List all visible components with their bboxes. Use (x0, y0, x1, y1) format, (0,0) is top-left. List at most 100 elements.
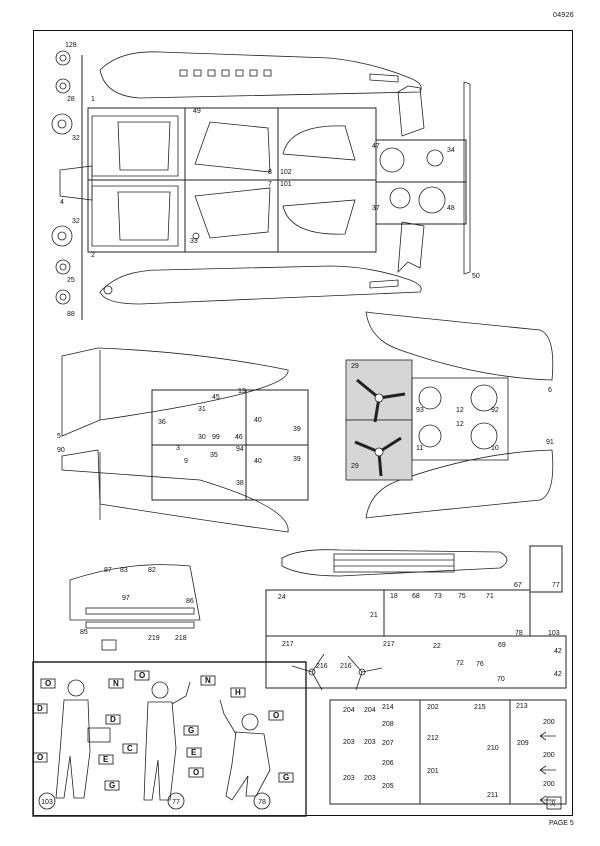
part-number-label: 32 (72, 135, 80, 142)
figure-callout-letter: O (193, 768, 199, 777)
part-number-label: 29 (351, 463, 359, 470)
part-number-label: 42 (554, 648, 562, 655)
part-number-label: 219 (148, 635, 160, 642)
part-number-label: 73 (434, 593, 442, 600)
figure-callout-letter: G (283, 773, 289, 782)
propeller-parts (345, 359, 509, 481)
figure-callout-letter: N (113, 679, 119, 688)
part-number-label: 3 (176, 445, 180, 452)
part-number-label: 128 (65, 42, 77, 49)
part-number-label: 201 (427, 768, 439, 775)
part-number-label: 83 (120, 567, 128, 574)
part-number-label: 40 (254, 458, 262, 465)
figure-callout-letter: G (188, 726, 194, 735)
part-number-label: 33 (190, 238, 198, 245)
fin-part (463, 81, 471, 275)
part-number-label: 4 (60, 199, 64, 206)
part-number-label: 21 (370, 612, 378, 619)
part-number-label: 12 (456, 407, 464, 414)
part-number-label: 85 (80, 629, 88, 636)
figure-callout-letter: H (235, 688, 241, 697)
wheel-parts (51, 50, 73, 305)
part-number-label: 217 (282, 641, 294, 648)
figure-callout-letter: D (110, 715, 116, 724)
part-number-label: 88 (67, 311, 75, 318)
callout-box (108, 678, 124, 689)
part-number-label: 213 (516, 703, 528, 710)
part-number-label: 2 (91, 252, 95, 259)
callout-box (268, 710, 284, 721)
part-number-label: 71 (486, 593, 494, 600)
part-number-label: 48 (447, 205, 455, 212)
part-number-label: 10 (491, 445, 499, 452)
maker-logo: ℛ (550, 800, 556, 808)
part-number-label: 39 (293, 456, 301, 463)
wing-parts (61, 311, 554, 533)
arrow-parts (539, 731, 556, 805)
part-number-label: 97 (122, 595, 130, 602)
figure-number-circle (167, 792, 185, 810)
part-number-label: 78 (515, 630, 523, 637)
part-number-label: 36 (158, 419, 166, 426)
part-number-label: 99 (212, 434, 220, 441)
wing-sprue-frame (151, 389, 309, 501)
part-number-label: 211 (487, 792, 498, 799)
part-number-label: 40 (254, 417, 262, 424)
part-number-label: 42 (554, 671, 562, 678)
part-number-label: 35 (210, 452, 218, 459)
part-number-label: 212 (427, 735, 439, 742)
part-number-label: 205 (382, 783, 394, 790)
figure-78 (219, 699, 271, 801)
part-number-label: 102 (280, 169, 292, 176)
part-number-label: 218 (175, 635, 187, 642)
figure-callout-letter: N (205, 676, 211, 685)
part-number-label: 5 (57, 433, 61, 440)
part-number-label: 200 (543, 752, 555, 759)
figure-number: 77 (172, 799, 180, 806)
catalog-code: 04926 (553, 12, 574, 19)
callout-box (134, 670, 150, 681)
page-number: PAGE 5 (549, 820, 574, 827)
figure-callout-letter: D (37, 704, 43, 713)
figure-callout-letter: E (191, 748, 197, 757)
part-number-label: 9 (184, 458, 188, 465)
maker-logo-box (546, 796, 562, 810)
callout-box (230, 687, 246, 698)
part-number-label: 28 (67, 96, 75, 103)
part-number-label: 24 (278, 594, 286, 601)
part-number-label: 67 (514, 582, 522, 589)
part-number-label: 204 (343, 707, 355, 714)
figure-callout-letter: O (45, 679, 51, 688)
fuselage-upper-half (99, 51, 425, 137)
part-number-label: 1 (91, 96, 95, 103)
tailplane-parts (192, 121, 356, 240)
part-number-label: 203 (343, 739, 355, 746)
part-number-label: 214 (382, 704, 394, 711)
part-number-label: 77 (552, 582, 560, 589)
part-number-label: 92 (491, 407, 499, 414)
part-number-label: 75 (458, 593, 466, 600)
part-number-label: 217 (383, 641, 395, 648)
figure-number: 78 (258, 799, 266, 806)
figure-number-circle (38, 792, 56, 810)
part-number-label: 200 (543, 719, 555, 726)
part-number-label: 206 (382, 760, 394, 767)
part-number-label: 93 (416, 407, 424, 414)
part-number-label: 87 (104, 567, 112, 574)
callout-box (183, 725, 199, 736)
callout-box (188, 767, 204, 778)
small-propellers (291, 653, 383, 691)
part-number-label: 6 (548, 387, 552, 394)
callout-box (105, 714, 121, 725)
part-number-label: 200 (543, 781, 555, 788)
figure-callout-letter: G (109, 781, 115, 790)
figure-number-circle (253, 792, 271, 810)
part-number-label: 32 (72, 218, 80, 225)
part-number-label: 25 (67, 277, 75, 284)
figure-callout-letter: O (37, 753, 43, 762)
part-number-label: 29 (351, 363, 359, 370)
part-number-label: 47 (372, 143, 380, 150)
part-number-label: 49 (193, 108, 201, 115)
part-number-label: 72 (456, 660, 464, 667)
part-number-label: 7 (268, 181, 272, 188)
